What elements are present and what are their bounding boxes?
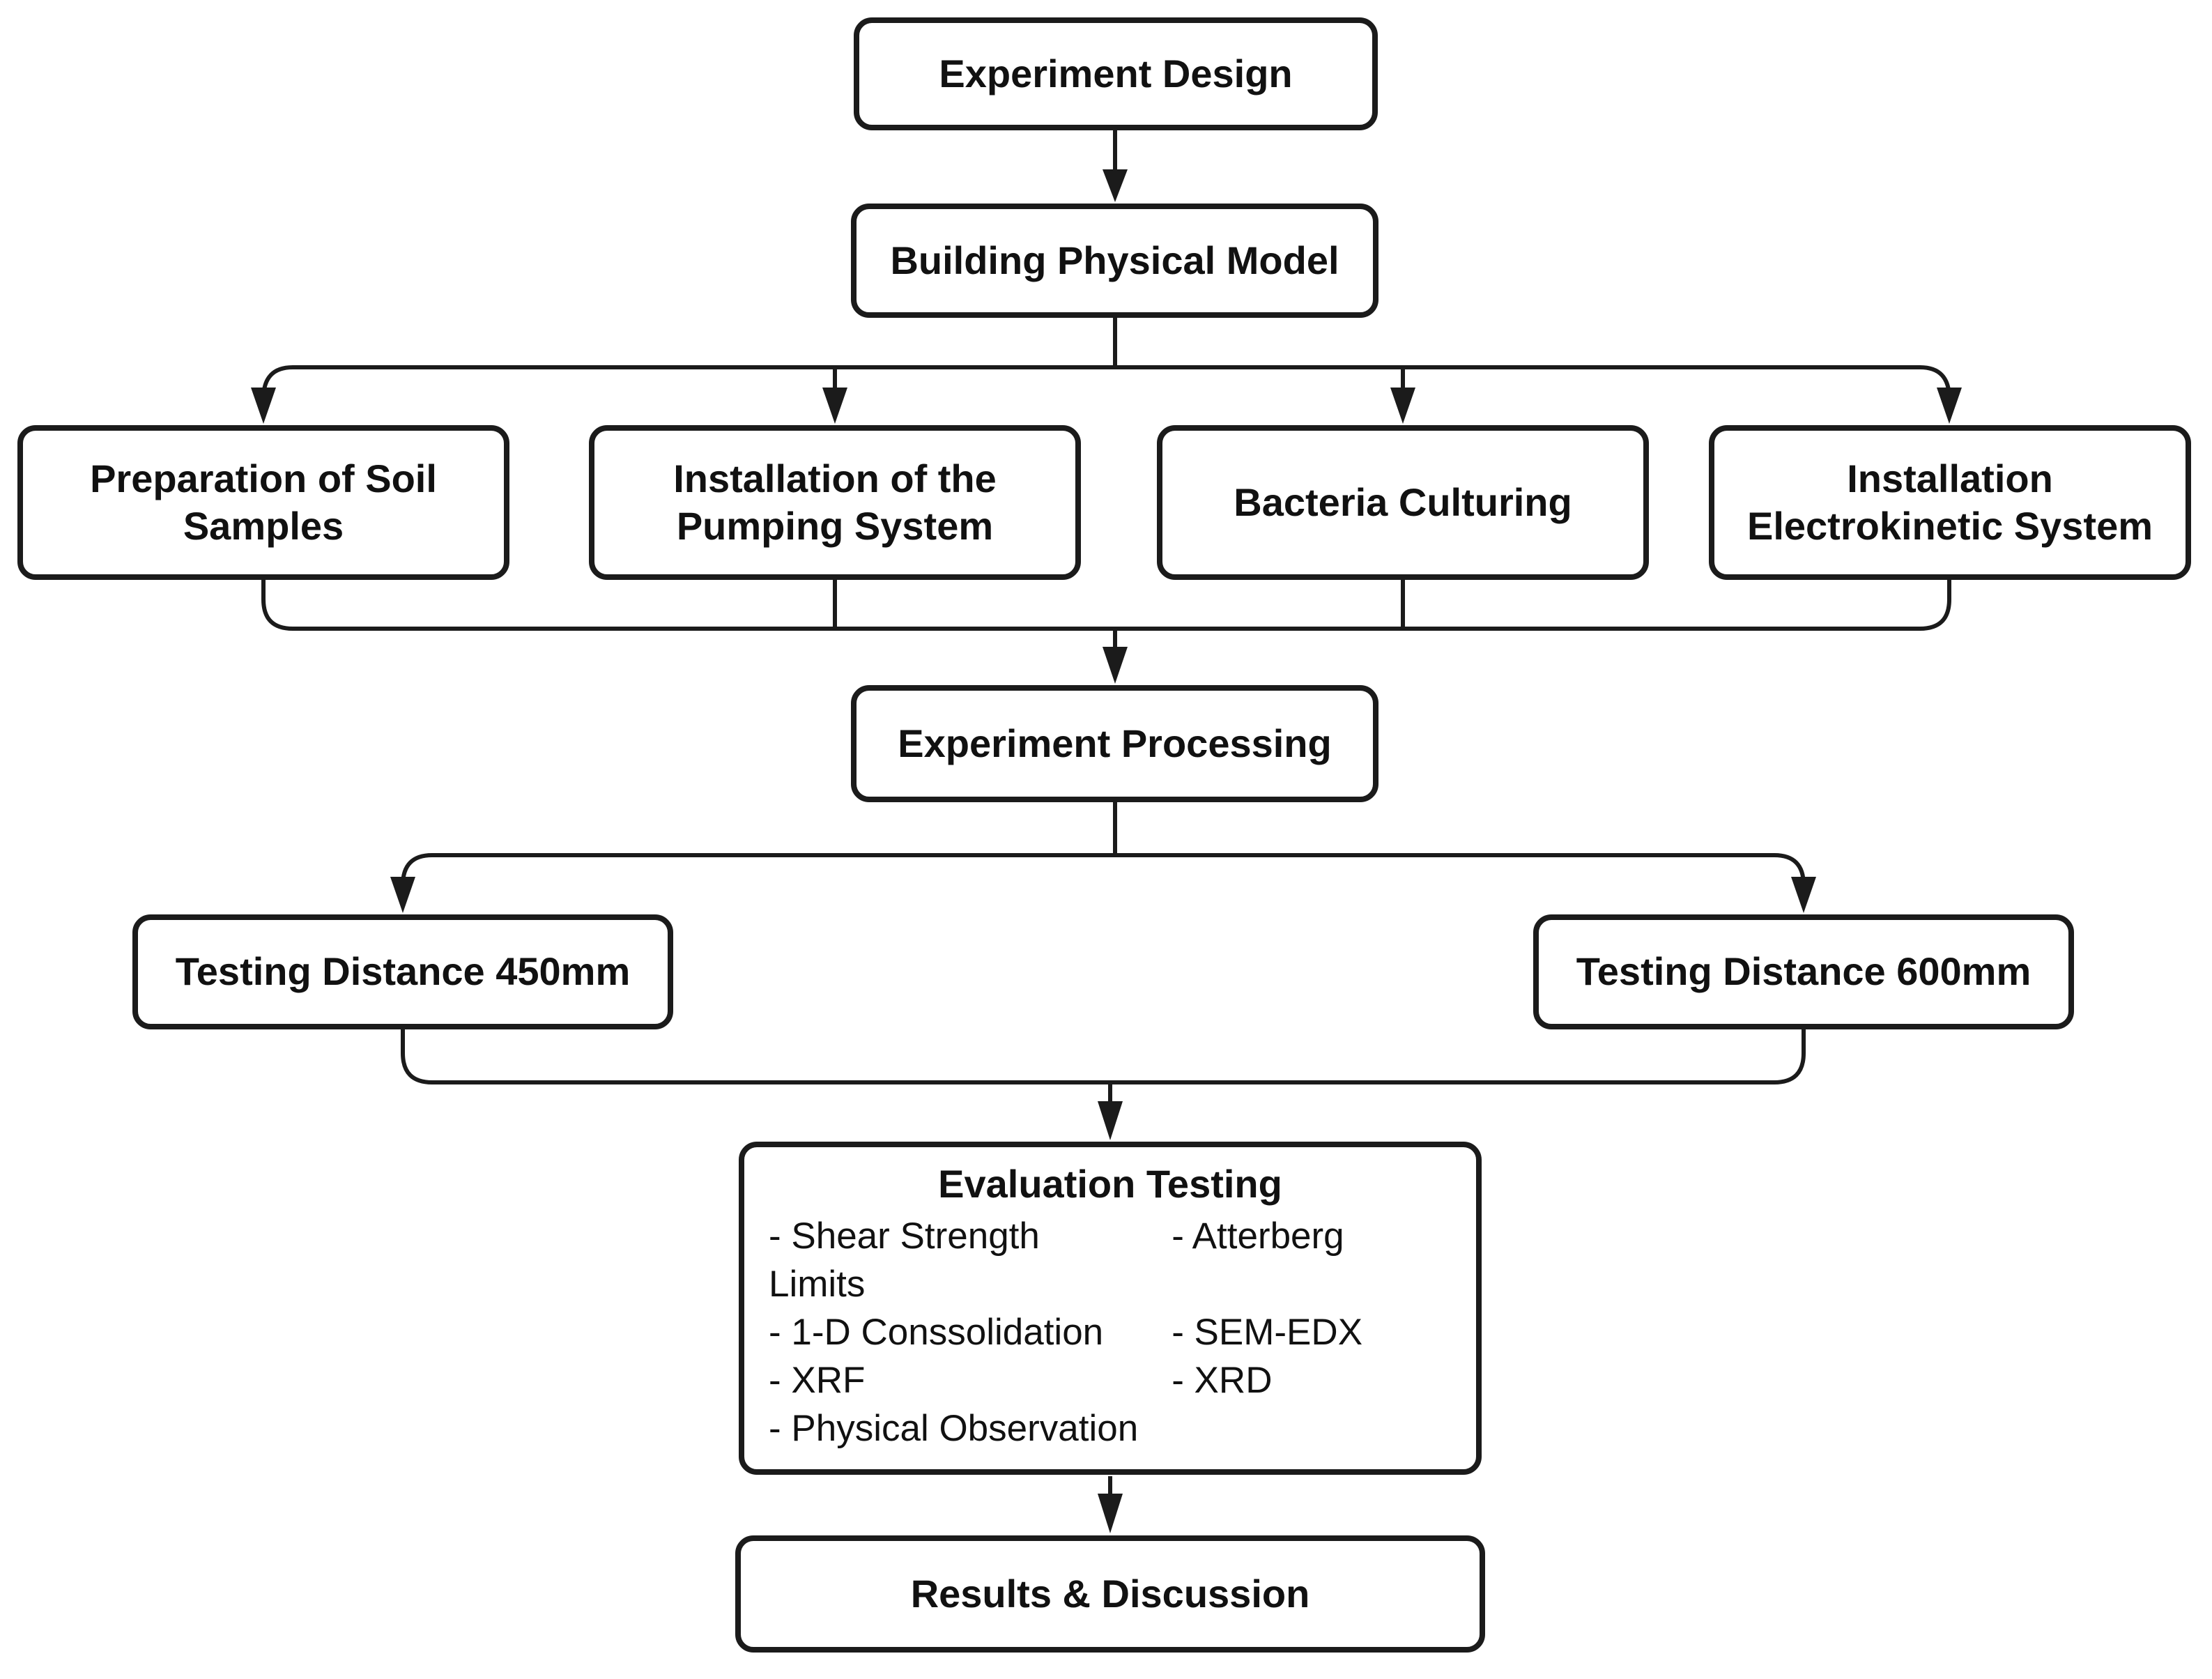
arrowhead-branch-pumping <box>822 388 847 424</box>
node-installation-electrokinetic-system: Installation Electrokinetic System <box>1709 425 2191 580</box>
node-preparation-soil-samples-label: Preparation of Soil Samples <box>90 456 437 548</box>
evaluation-row: Limits <box>769 1261 1452 1309</box>
node-evaluation-testing: Evaluation Testing - Shear Strength - At… <box>739 1142 1482 1475</box>
evaluation-row: - 1-D Conssolidation - SEM-EDX <box>769 1309 1452 1357</box>
evaluation-item: - XRF <box>769 1359 866 1401</box>
evaluation-item <box>1172 1405 1452 1453</box>
arrowhead-to-results <box>1098 1494 1123 1533</box>
node-testing-distance-450mm-label: Testing Distance 450mm <box>175 949 631 994</box>
node-experiment-processing-label: Experiment Processing <box>898 721 1332 765</box>
arrowhead-to-600 <box>1791 877 1816 913</box>
node-installation-pumping-system-label: Installation of the Pumping System <box>673 456 997 548</box>
node-testing-distance-450mm: Testing Distance 450mm <box>132 914 673 1029</box>
edge-branch-bar <box>261 365 1951 399</box>
evaluation-item: - SEM-EDX <box>1172 1311 1363 1353</box>
evaluation-row: - Physical Observation <box>769 1405 1452 1453</box>
arrowhead-design-to-model <box>1103 169 1128 202</box>
node-building-physical-model: Building Physical Model <box>851 204 1378 318</box>
edge-merge2-left <box>401 1029 1110 1084</box>
arrowhead-branch-electrokinetic <box>1937 388 1962 424</box>
evaluation-item: - XRD <box>1172 1359 1273 1401</box>
arrowhead-to-450 <box>390 877 415 913</box>
node-installation-pumping-system: Installation of the Pumping System <box>589 425 1081 580</box>
node-experiment-design-label: Experiment Design <box>939 51 1293 95</box>
evaluation-item: - 1-D Conssolidation <box>769 1311 1104 1353</box>
node-bacteria-culturing-label: Bacteria Culturing <box>1234 480 1572 524</box>
arrowhead-to-processing <box>1103 647 1128 684</box>
node-building-physical-model-label: Building Physical Model <box>890 238 1339 282</box>
node-results-discussion: Results & Discussion <box>735 1535 1485 1653</box>
evaluation-item: - Atterberg <box>1172 1216 1344 1257</box>
evaluation-item: - Physical Observation <box>769 1407 1139 1449</box>
evaluation-item: - Shear Strength <box>769 1216 1040 1257</box>
arrowhead-to-evaluation <box>1098 1101 1123 1140</box>
node-results-discussion-label: Results & Discussion <box>910 1571 1310 1616</box>
edge-merge-right <box>1115 580 1951 631</box>
node-preparation-soil-samples: Preparation of Soil Samples <box>17 425 509 580</box>
evaluation-item: Limits <box>769 1263 866 1305</box>
edge-merge-left <box>261 580 1115 631</box>
evaluation-row: - Shear Strength - Atterberg <box>769 1213 1452 1261</box>
node-experiment-processing: Experiment Processing <box>851 685 1378 802</box>
evaluation-item <box>1172 1261 1452 1309</box>
node-bacteria-culturing: Bacteria Culturing <box>1157 425 1649 580</box>
arrowhead-branch-soil <box>251 388 276 424</box>
edge-merge2-right <box>1110 1029 1806 1084</box>
node-installation-electrokinetic-system-label: Installation Electrokinetic System <box>1746 456 2153 548</box>
edge-split-bar <box>401 853 1806 886</box>
evaluation-testing-title: Evaluation Testing <box>938 1162 1282 1206</box>
node-experiment-design: Experiment Design <box>854 17 1378 130</box>
evaluation-row: - XRF - XRD <box>769 1357 1452 1405</box>
node-testing-distance-600mm: Testing Distance 600mm <box>1533 914 2074 1029</box>
arrowhead-branch-bacteria <box>1390 388 1415 424</box>
node-testing-distance-600mm-label: Testing Distance 600mm <box>1576 949 2031 994</box>
